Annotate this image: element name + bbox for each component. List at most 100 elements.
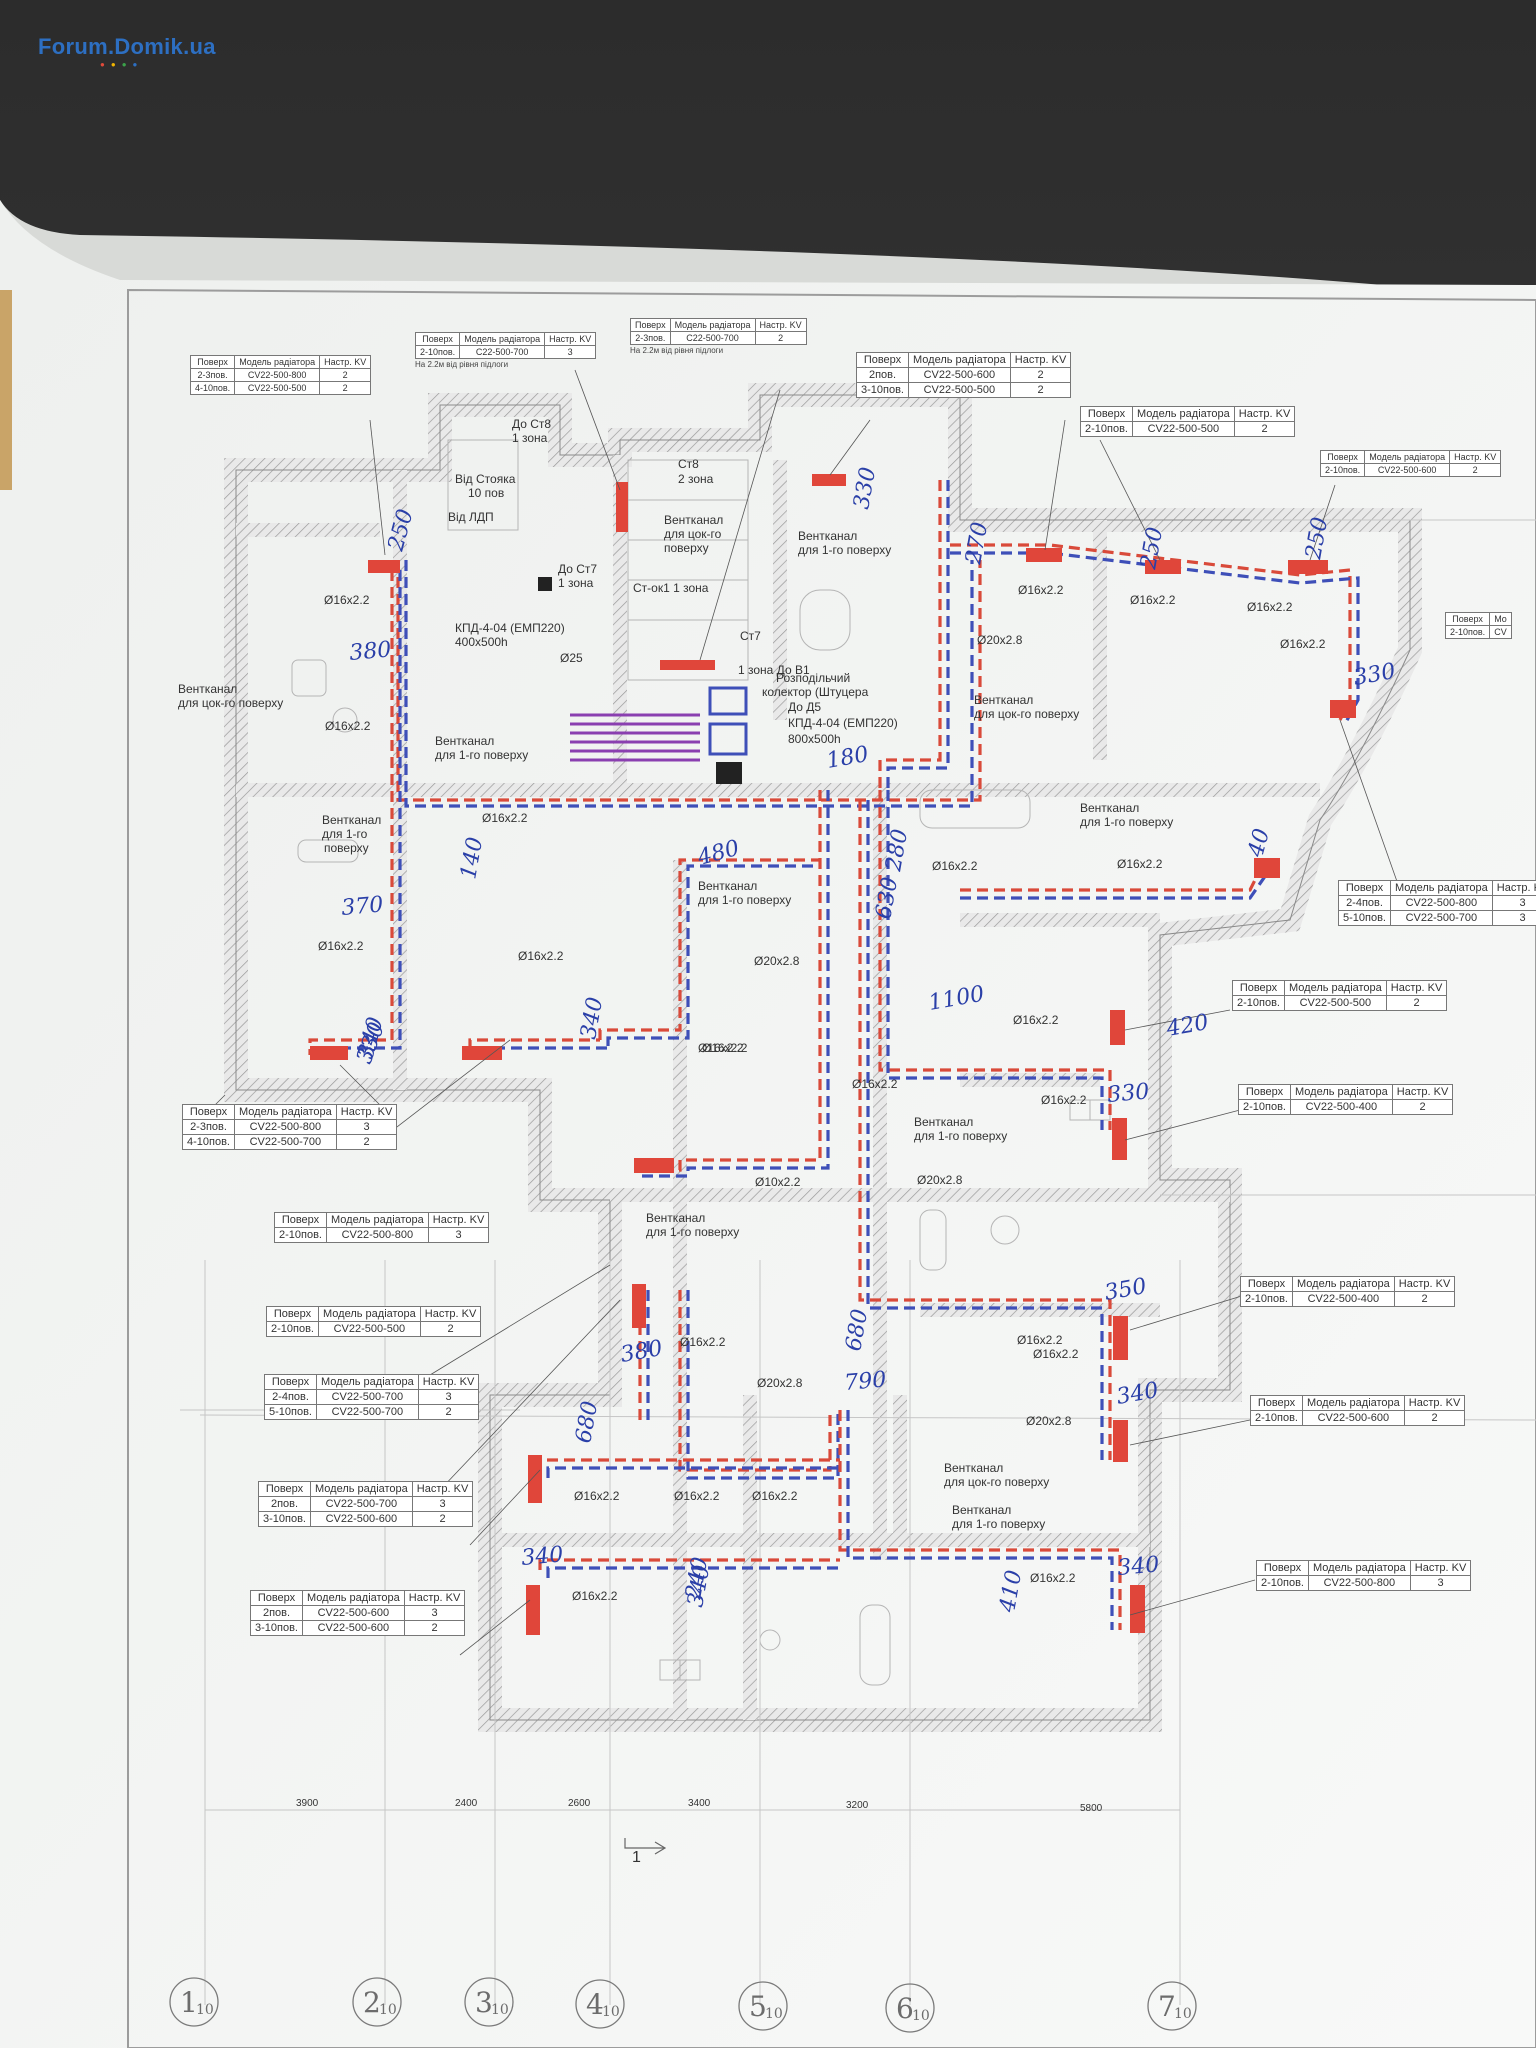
table-header-cell: Модель радіатора [326,1212,429,1228]
table-cell: 2-10пов. [1238,1099,1291,1115]
plan-label: Ст8 [678,457,699,471]
table-cell: 2 [417,1404,480,1420]
plan-label: Ø16х2.2 [518,949,564,963]
handwritten-note: 330 [1106,1079,1150,1108]
table-cell: 2 [411,1511,474,1527]
plan-label: Ø25 [560,651,583,665]
table-cell: 2-3пов. [630,331,671,345]
handwritten-note: 330 [849,465,881,511]
table-cell: 2-10пов. [1319,463,1366,477]
table-cell: CV22-500-500 [908,382,1011,398]
table-header-cell: Поверх [1080,406,1133,422]
table-cell: CV22-500-700 [1390,910,1493,926]
plan-label: Ø16х2.2 [325,719,371,733]
plan-label: Ø16х2.2 [482,811,528,825]
plan-label: Ø20х2.8 [1026,1414,1072,1428]
plan-label: для 1-го поверху [952,1517,1045,1531]
table-cell: 2-10пов. [414,345,461,359]
dimension-label: 3900 [296,1798,319,1809]
table-cell: C22-500-700 [459,345,546,359]
dimension-label: 3400 [688,1798,711,1809]
table-cell: C22-500-700 [669,331,756,345]
plan-label: Ø16х2.2 [1017,1333,1063,1347]
plan-label: Вентканал [178,682,237,696]
table-header-cell: Поверх [630,318,671,332]
table-cell: 3 [417,1389,480,1405]
handwritten-note: 340 [520,1542,564,1571]
table-cell: 2-10пов. [266,1321,319,1337]
handwritten-note: 330 [1352,659,1398,691]
table-header-cell: Модель радіатора [908,352,1011,368]
table-header-cell: Поверх [414,332,461,346]
plan-label: колектор (Штуцера [762,685,869,699]
table-header-cell: Настр. KV [1385,980,1448,996]
table-cell: 2 [754,331,807,345]
watermark-dots: ●●●● [100,60,144,69]
table-header-cell: Модель радіатора [1292,1276,1395,1292]
plan-label: КПД-4-04 (ЕМП220) [455,621,565,635]
axis-number: 7 [1158,1990,1176,2023]
axis-number: 1 [180,1986,198,2019]
table-cell: 2 [419,1321,482,1337]
table-cell: 4-10пов. [189,381,236,395]
table-cell: 3 [403,1605,466,1621]
plan-label: До Ст7 [558,562,597,576]
table-cell: 3 [1409,1575,1472,1591]
axis-bubble [464,1977,514,2027]
table-header-cell: Модель радіатора [316,1374,419,1390]
table-cell: 2пов. [856,367,909,383]
plan-label: для цок-го [664,527,722,541]
table-cell: CV22-500-600 [302,1605,405,1621]
table-note: На 2.2м від рівня підлоги [630,346,724,355]
table-cell: 2-10пов. [1256,1575,1309,1591]
table-cell: 2 [403,1620,466,1636]
plan-label: Ø20х2.8 [754,954,800,968]
table-cell: 3 [335,1119,398,1135]
handwritten-note: 270 [961,520,993,567]
table-cell: 3 [1491,895,1536,911]
table-header-cell: Модель радіатора [234,355,321,369]
table-header-cell: Настр. KV [1393,1276,1456,1292]
table-header-cell: Модель радіатора [669,318,756,332]
table-header-cell: Поверх [1338,880,1391,896]
table-header-cell: Поверх [1238,1084,1291,1100]
table-cell: 2 [1385,995,1448,1011]
plan-label: Ø16х2.2 [698,1041,744,1055]
table-header-cell: Поверх [1319,450,1366,464]
plan-label: Ø16х2.2 [1018,583,1064,597]
table-cell: 2 [1449,463,1502,477]
axis-bubble [575,1979,625,2029]
plan-label: поверху [324,841,369,855]
plan-label: Від ЛДП [448,510,494,524]
handwritten-note: 480 [694,836,742,871]
table-header-cell: Поверх [1256,1560,1309,1576]
axis-sub: 10 [379,2002,397,2018]
table-cell: CV22-500-800 [234,368,321,382]
table-header-cell: Поверх [856,352,909,368]
table-header-cell: Поверх [1240,1276,1293,1292]
table-header-cell: Настр. KV [419,1306,482,1322]
table-header-cell: Модель радіатора [1364,450,1451,464]
axis-bubble [352,1977,402,2027]
